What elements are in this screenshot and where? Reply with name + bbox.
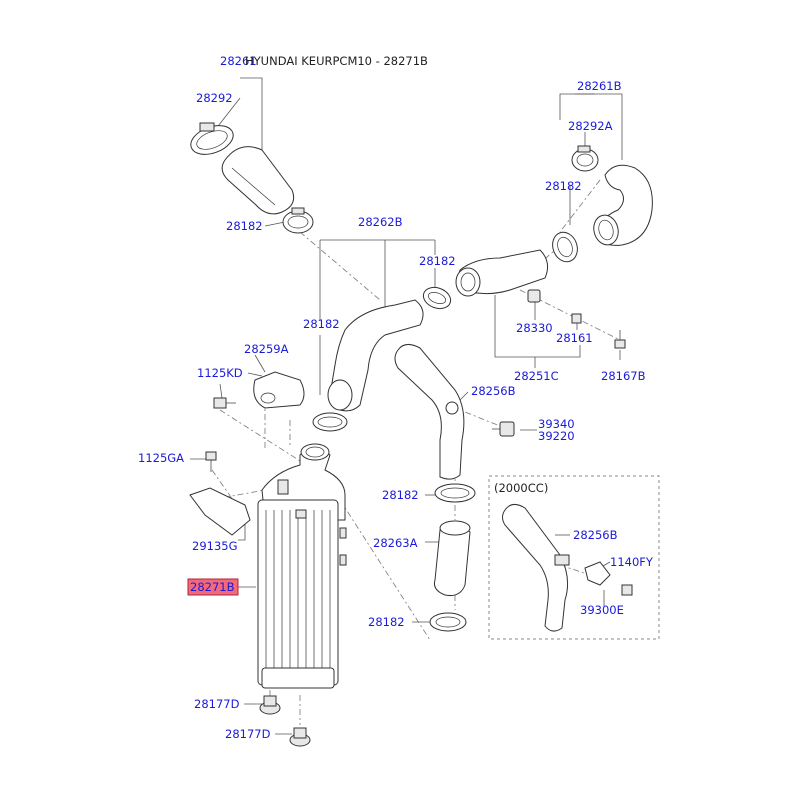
label-28177D-b[interactable]: 28177D: [225, 727, 271, 741]
sensor-39340: [492, 421, 515, 437]
clamp-28182-top: [282, 207, 314, 234]
mount-28177D-lower: [289, 727, 311, 747]
label-28182-b[interactable]: 28182: [545, 179, 582, 193]
label-28182-e[interactable]: 28182: [382, 488, 419, 502]
label-28182-c[interactable]: 28182: [419, 254, 456, 268]
label-1125KD[interactable]: 1125KD: [197, 366, 243, 380]
intercooler-28271B: [257, 443, 347, 689]
clamp-28182-right: [552, 231, 578, 263]
intercooler-fins: [265, 510, 331, 678]
label-1140FY[interactable]: 1140FY: [610, 555, 654, 569]
fitting-28161: [571, 313, 582, 324]
hoses: [221, 146, 653, 632]
label-28182-f[interactable]: 28182: [368, 615, 405, 629]
label-39220[interactable]: 39220: [538, 429, 575, 443]
clamp-28292A: [571, 145, 599, 172]
hose-clamps: [190, 122, 599, 632]
bolt-28167B: [614, 330, 626, 349]
hose-28263A: [434, 525, 471, 596]
bolt-1125GA: [205, 451, 217, 472]
label-28261[interactable]: 28261: [220, 54, 257, 68]
label-28161[interactable]: 28161: [556, 331, 593, 345]
label-28256B-b[interactable]: 28256B: [573, 528, 618, 542]
part-labels: 28261 HYUNDAI KEURPCM10 - 28271B 28292 2…: [138, 54, 654, 741]
hose-28256B-variant: [502, 504, 569, 632]
clamp-28182-e: [434, 483, 476, 503]
label-28251C[interactable]: 28251C: [514, 369, 559, 383]
label-28182-a[interactable]: 28182: [226, 219, 263, 233]
label-29135G[interactable]: 29135G: [192, 539, 238, 553]
clamp-28182-f: [429, 612, 467, 632]
variant-2000cc-box: [488, 475, 660, 640]
bolt-1125KD: [213, 397, 236, 409]
label-28263A[interactable]: 28263A: [373, 536, 418, 550]
label-28182-d[interactable]: 28182: [303, 317, 340, 331]
fittings: [189, 289, 633, 747]
label-28256B-a[interactable]: 28256B: [471, 384, 516, 398]
bracket-29135G: [189, 487, 251, 536]
clamp-28182-left-lower: [312, 412, 348, 432]
label-28167B[interactable]: 28167B: [601, 369, 646, 383]
clamp-28182-mid: [422, 286, 452, 310]
fitting-28330: [527, 289, 541, 303]
bolt-1140FY: [621, 584, 633, 596]
label-1125GA[interactable]: 1125GA: [138, 451, 184, 465]
bracket-39300E: [584, 561, 611, 586]
hose-28256B: [394, 344, 465, 480]
mount-28177D-upper: [259, 695, 281, 715]
variant-box-label: (2000CC): [494, 481, 548, 495]
label-28330[interactable]: 28330: [516, 321, 553, 335]
label-39340[interactable]: 39340: [538, 417, 575, 431]
clamp-28292: [190, 122, 234, 155]
hose-28261: [221, 146, 295, 215]
bracket-28259A: [253, 371, 305, 409]
label-28177D-a[interactable]: 28177D: [194, 697, 240, 711]
leader-lines: [190, 77, 623, 735]
label-28259A[interactable]: 28259A: [244, 342, 289, 356]
hose-28262B-bend: [329, 299, 424, 412]
label-39300E[interactable]: 39300E: [580, 603, 624, 617]
label-28262B[interactable]: 28262B: [358, 215, 403, 229]
label-28292[interactable]: 28292: [196, 91, 233, 105]
selected-part-highlight: [187, 578, 239, 596]
label-28271B[interactable]: 28271B: [190, 580, 235, 594]
label-28261B[interactable]: 28261B: [577, 79, 622, 93]
label-28292A[interactable]: 28292A: [568, 119, 613, 133]
diagram-title: HYUNDAI KEURPCM10 - 28271B: [245, 54, 428, 68]
